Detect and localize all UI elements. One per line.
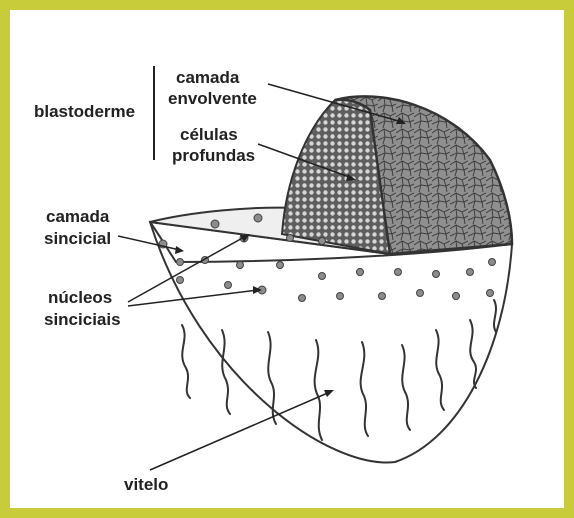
label-celulas-profundas-2: profundas [172,146,255,165]
label-blastoderme: blastoderme [34,102,135,121]
label-vitelo: vitelo [124,475,168,494]
label-celulas-profundas-1: células [180,125,238,144]
label-nucleos-sinciciais-2: sinciciais [44,310,121,329]
label-camada-sincicial-2: sincicial [44,229,111,248]
label-camada-envolvente-1: camada [176,68,240,87]
label-camada-envolvente-2: envolvente [168,89,257,108]
label-camada-sincicial-1: camada [46,207,110,226]
label-nucleos-sinciciais-1: núcleos [48,288,112,307]
